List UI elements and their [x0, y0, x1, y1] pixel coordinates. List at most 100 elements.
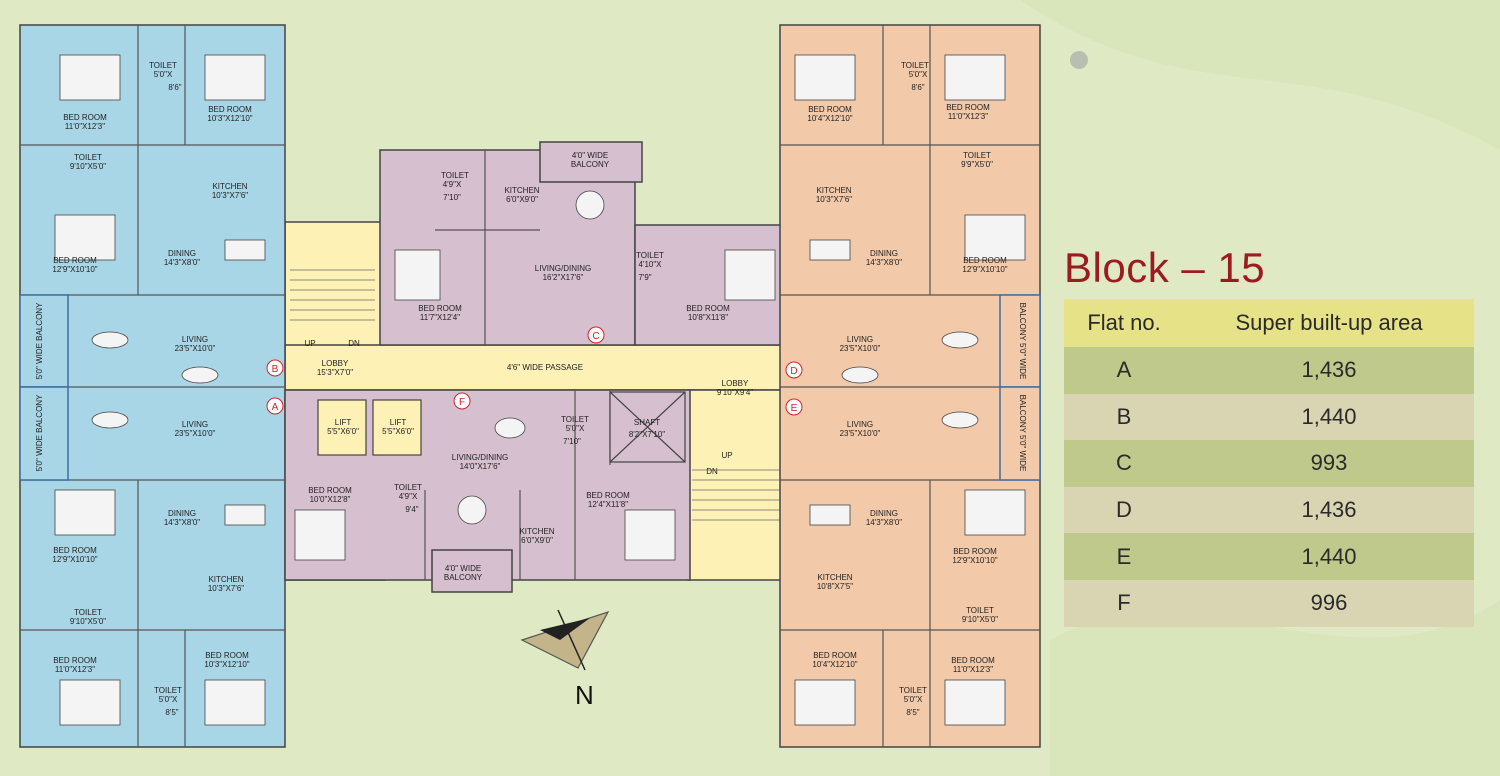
room-dim: 16'2"X17'6" — [543, 273, 584, 282]
room-dim: 4'9"X — [443, 180, 462, 189]
lift-1 — [317, 399, 367, 456]
room-label: LIVING — [847, 420, 873, 429]
room-label: TOILET — [394, 483, 422, 492]
room-label: BED ROOM — [813, 651, 857, 660]
room-label: TOILET — [74, 153, 102, 162]
room-dim: 11'0"X12'3" — [948, 112, 988, 121]
stair-label: DN — [706, 467, 718, 476]
room-label: BED ROOM — [53, 546, 97, 555]
room-label: LIVING — [847, 335, 873, 344]
room-label: TOILET — [899, 686, 927, 695]
room-label: BED ROOM — [63, 113, 107, 122]
room-label: TOILET — [441, 171, 469, 180]
room-dim: 14'0"X17'6" — [460, 462, 501, 471]
flat-marker-label: C — [592, 331, 599, 342]
flat-marker-label: F — [459, 397, 465, 408]
room-dim: 10'3"X7'6" — [816, 195, 852, 204]
room-dim: 5'0"X — [566, 424, 585, 433]
room-dim: 9'4" — [405, 505, 418, 514]
lift-label: LIFT — [390, 418, 407, 427]
area-table: Flat no. Super built-up area A 1,436 B 1… — [1064, 299, 1474, 627]
flat-marker-d — [785, 361, 803, 379]
floor-plan: BED ROOM 11'0"X12'3" TOILET 5'0"X 8'6" B… — [19, 24, 1041, 748]
room-label: KITCHEN — [504, 186, 539, 195]
room-label: BED ROOM — [208, 105, 252, 114]
table-row: F 996 — [1064, 579, 1474, 627]
flat-cell: E — [1064, 533, 1184, 580]
north-label: N — [575, 680, 594, 710]
room-label: LIVING — [182, 420, 208, 429]
room-label: DINING — [870, 509, 898, 518]
stair-label: UP — [304, 339, 315, 348]
balcony-label: 5'0" WIDE BALCONY — [35, 302, 44, 379]
room-dim: 23'5"X10'0" — [175, 344, 216, 353]
room-dim: 12'9"X10'10" — [952, 556, 997, 565]
room-dim: 5'0"X — [904, 695, 923, 704]
flat-marker-f — [453, 392, 471, 410]
room-label: BED ROOM — [946, 103, 990, 112]
table-row: A 1,436 — [1064, 347, 1474, 394]
room-dim: 8'6" — [168, 83, 181, 92]
room-label: TOILET — [963, 151, 991, 160]
room-label: SHAFT — [634, 418, 660, 427]
room-label: BED ROOM — [53, 256, 97, 265]
room-label: KITCHEN — [208, 575, 243, 584]
room-dim: 10'4"X12'10" — [812, 660, 857, 669]
room-label: KITCHEN — [212, 182, 247, 191]
room-dim: 11'0"X12'3" — [55, 665, 95, 674]
passage-label: 4'6" WIDE PASSAGE — [507, 363, 583, 372]
flat-c-balcony — [539, 141, 643, 183]
flat-marker-label: D — [790, 366, 797, 377]
room-dim: 8'5" — [165, 708, 178, 717]
room-dim: 10'3"X12'10" — [204, 660, 249, 669]
room-label: TOILET — [74, 608, 102, 617]
room-label: DINING — [870, 249, 898, 258]
lift-dim: 5'5"X6'0" — [382, 427, 414, 436]
room-dim: 8'2"X7'10" — [629, 430, 665, 439]
stair-label: DN — [348, 339, 360, 348]
room-dim: 9'10"X5'0" — [70, 617, 106, 626]
area-cell: 1,440 — [1184, 533, 1474, 580]
room-dim: 5'0"X — [909, 70, 928, 79]
flat-marker-c — [587, 326, 605, 344]
room-dim: 10'4"X12'10" — [807, 114, 852, 123]
flat-cell: A — [1064, 347, 1184, 394]
flat-cell: D — [1064, 486, 1184, 534]
flat-marker-a — [266, 397, 284, 415]
room-label: BED ROOM — [808, 105, 852, 114]
lift-dim: 5'5"X6'0" — [327, 427, 359, 436]
flat-marker-label: E — [791, 403, 798, 414]
room-dim: 23'5"X10'0" — [175, 429, 216, 438]
passage — [284, 344, 786, 391]
room-dim: 10'3"X12'10" — [207, 114, 252, 123]
area-cell: 996 — [1184, 579, 1474, 627]
stair-lobby-right — [687, 389, 784, 581]
room-dim: 7'10" — [563, 437, 581, 446]
table-row: C 993 — [1064, 440, 1474, 487]
room-label: TOILET — [901, 61, 929, 70]
room-label: LOBBY — [722, 379, 749, 388]
room-dim: 9'10"X5'0" — [70, 162, 106, 171]
room-dim: 10'8"X7'5" — [817, 582, 853, 591]
balcony-label: BALCONY — [444, 573, 483, 582]
flat-marker-b — [266, 359, 284, 377]
room-dim: 14'3"X8'0" — [164, 518, 200, 527]
room-label: KITCHEN — [519, 527, 554, 536]
room-dim: 7'9" — [638, 273, 651, 282]
balcony-label: 4'0" WIDE — [445, 564, 481, 573]
room-dim: 15'3"X7'0" — [317, 368, 353, 377]
flat-cell: C — [1064, 440, 1184, 487]
room-dim: 11'0"X12'3" — [953, 665, 993, 674]
table-row: E 1,440 — [1064, 533, 1474, 580]
room-label: BED ROOM — [963, 256, 1007, 265]
flat-cell: B — [1064, 393, 1184, 441]
flat-marker-label: A — [272, 402, 279, 413]
room-dim: 12'9"X10'10" — [962, 265, 1007, 274]
room-label: TOILET — [149, 61, 177, 70]
area-cell: 1,440 — [1184, 393, 1474, 441]
room-label: LOBBY — [322, 359, 349, 368]
room-label: LIVING/DINING — [452, 453, 508, 462]
room-label: KITCHEN — [817, 573, 852, 582]
room-dim: 10'3"X7'6" — [212, 191, 248, 200]
flat-cell: F — [1064, 579, 1184, 627]
